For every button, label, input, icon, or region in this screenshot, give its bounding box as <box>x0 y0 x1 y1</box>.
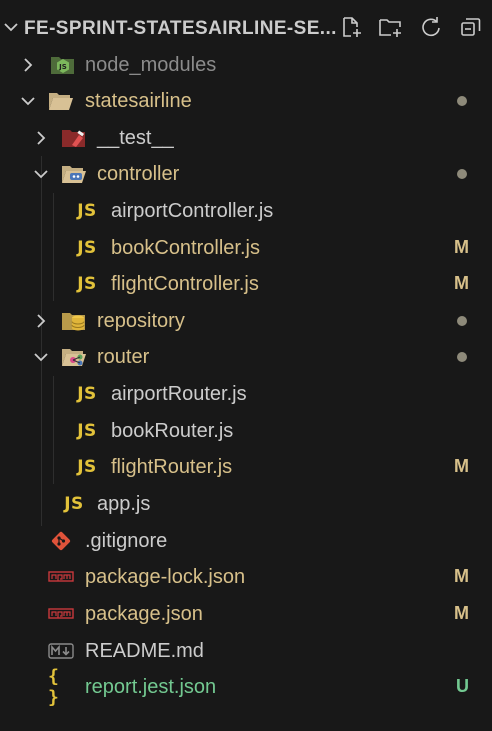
tree-item-label: statesairline <box>85 90 192 112</box>
chevron-down-icon[interactable] <box>19 92 37 110</box>
npm-icon <box>48 565 74 589</box>
js-file-icon: JS <box>77 421 97 441</box>
git-status-badge: M <box>454 566 469 586</box>
modified-dot <box>457 169 467 179</box>
node-folder-icon: JS <box>50 53 76 77</box>
tree-item-book-router[interactable]: JS bookRouter.js <box>0 413 492 449</box>
tree-item-gitignore[interactable]: .gitignore <box>0 523 492 559</box>
js-file-icon: JS <box>77 274 97 294</box>
explorer-title[interactable]: FE-SPRINT-STATESAIRLINE-SE... <box>24 18 337 39</box>
git-icon <box>48 529 74 553</box>
tree-item-test[interactable]: __test__ <box>0 120 492 156</box>
chevron-down-icon[interactable] <box>2 18 20 36</box>
tree-item-label: .gitignore <box>85 530 168 552</box>
tree-item-package-lock[interactable]: package-lock.json M <box>0 559 492 595</box>
indent-guide <box>53 193 54 301</box>
router-folder-icon <box>61 345 87 369</box>
chevron-right-icon[interactable] <box>32 129 50 147</box>
js-file-icon: JS <box>77 384 97 404</box>
json-icon: { } <box>48 666 59 708</box>
tree-item-node-modules[interactable]: JS node_modules <box>0 47 492 83</box>
tree-item-label: report.jest.json <box>85 676 217 698</box>
indent-guide <box>41 156 42 526</box>
tree-item-router[interactable]: router <box>0 339 492 375</box>
tree-item-label: flightController.js <box>111 273 259 295</box>
tree-item-report-jest[interactable]: { } report.jest.json U <box>0 666 492 708</box>
new-file-icon[interactable] <box>338 14 364 40</box>
tree-item-flight-controller[interactable]: JS flightController.js M <box>0 266 492 302</box>
js-file-icon: JS <box>77 457 97 477</box>
repository-folder-icon <box>61 309 87 333</box>
tree-item-statesairline[interactable]: statesairline <box>0 83 492 119</box>
markdown-icon <box>48 639 74 663</box>
tree-item-repository[interactable]: repository <box>0 303 492 339</box>
npm-icon <box>48 602 74 626</box>
git-status-badge: M <box>454 603 469 623</box>
chevron-right-icon[interactable] <box>19 56 37 74</box>
tree-item-label: __test__ <box>97 127 174 149</box>
new-folder-icon[interactable] <box>378 14 404 40</box>
modified-dot <box>457 352 467 362</box>
tree-item-label: airportController.js <box>111 200 274 222</box>
chevron-down-icon[interactable] <box>32 165 50 183</box>
git-status-badge: U <box>456 676 469 696</box>
tree-item-label: controller <box>97 163 180 185</box>
modified-dot <box>457 316 467 326</box>
tree-item-label: bookController.js <box>111 237 260 259</box>
controller-folder-icon <box>61 162 87 186</box>
git-status-badge: M <box>454 237 469 257</box>
indent-guide <box>53 376 54 484</box>
js-file-icon: JS <box>77 238 97 258</box>
git-status-badge: M <box>454 273 469 293</box>
js-file-icon: JS <box>77 201 97 221</box>
tree-item-label: flightRouter.js <box>111 456 233 478</box>
svg-text:JS: JS <box>58 63 67 71</box>
explorer-header: FE-SPRINT-STATESAIRLINE-SE... <box>0 8 492 48</box>
tree-item-package-json[interactable]: package.json M <box>0 596 492 632</box>
tree-item-label: app.js <box>97 493 151 515</box>
tree-item-controller[interactable]: controller <box>0 156 492 192</box>
tree-item-label: airportRouter.js <box>111 383 247 405</box>
collapse-all-icon[interactable] <box>458 14 484 40</box>
tree-item-label: repository <box>97 310 185 332</box>
js-file-icon: JS <box>64 494 84 514</box>
chevron-down-icon[interactable] <box>32 348 50 366</box>
tree-item-label: README.md <box>85 640 204 662</box>
folder-open-icon <box>48 89 74 113</box>
explorer-actions <box>338 14 484 40</box>
tree-item-book-controller[interactable]: JS bookController.js M <box>0 230 492 266</box>
tree-item-app-js[interactable]: JS app.js <box>0 486 492 522</box>
tree-item-readme[interactable]: README.md <box>0 633 492 669</box>
test-folder-icon <box>61 126 87 150</box>
tree-item-label: node_modules <box>85 54 217 76</box>
git-status-badge: M <box>454 456 469 476</box>
tree-item-flight-router[interactable]: JS flightRouter.js M <box>0 449 492 485</box>
modified-dot <box>457 96 467 106</box>
chevron-right-icon[interactable] <box>32 312 50 330</box>
tree-item-label: router <box>97 346 150 368</box>
tree-item-label: bookRouter.js <box>111 420 234 442</box>
tree-item-label: package.json <box>85 603 203 625</box>
tree-item-label: package-lock.json <box>85 566 246 588</box>
refresh-icon[interactable] <box>418 14 444 40</box>
tree-item-airport-router[interactable]: JS airportRouter.js <box>0 376 492 412</box>
tree-item-airport-controller[interactable]: JS airportController.js <box>0 193 492 229</box>
